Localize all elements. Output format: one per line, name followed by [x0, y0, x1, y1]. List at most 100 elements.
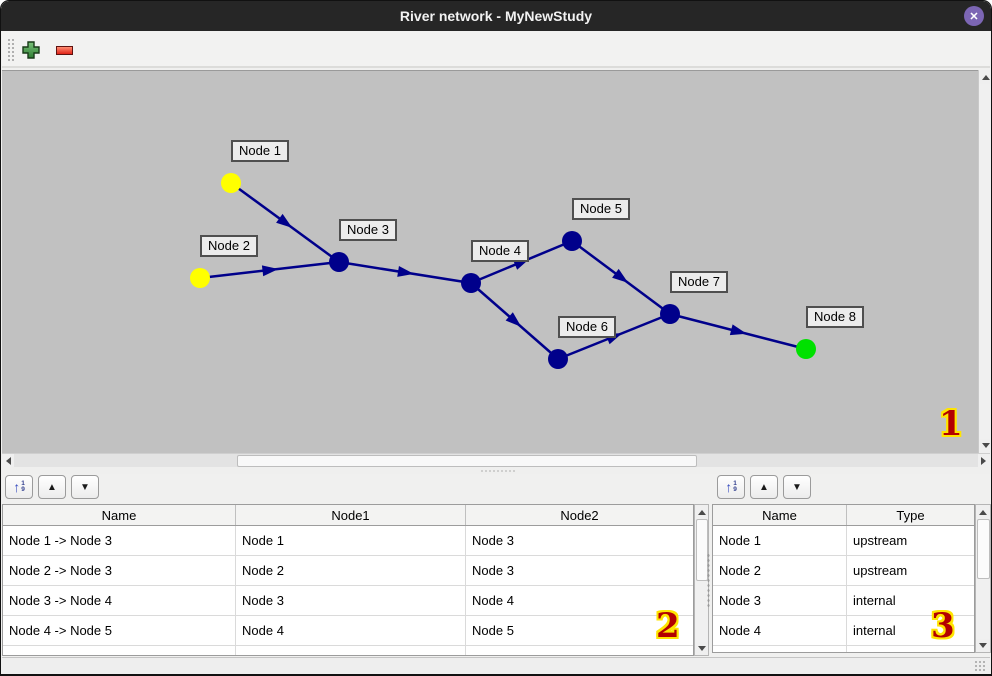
- edge-arrow-icon: [261, 265, 279, 277]
- vertical-scrollbar-thumb[interactable]: [977, 519, 990, 579]
- column-header[interactable]: Name: [3, 505, 236, 525]
- network-node[interactable]: [548, 349, 568, 369]
- plus-icon: [22, 41, 40, 59]
- network-node[interactable]: [796, 339, 816, 359]
- table-cell[interactable]: Node 3: [466, 526, 693, 556]
- edge-arrow-icon: [276, 213, 293, 228]
- node-label: Node 7: [670, 271, 728, 293]
- links-move-down-button[interactable]: ▼: [71, 475, 99, 499]
- network-edges-layer: [199, 181, 807, 361]
- close-icon: ✕: [969, 10, 979, 23]
- table-cell[interactable]: Node 5: [466, 616, 693, 646]
- table-cell[interactable]: Node 3: [236, 586, 466, 616]
- column-header[interactable]: Node1: [236, 505, 466, 525]
- scroll-left-button[interactable]: [2, 454, 14, 468]
- toolbar-drag-handle[interactable]: [7, 38, 16, 61]
- table-cell[interactable]: [466, 646, 693, 655]
- table-cell[interactable]: Node 2 -> Node 3: [3, 556, 236, 586]
- scroll-down-button[interactable]: [695, 642, 708, 655]
- table-cell[interactable]: Node 3: [713, 586, 847, 616]
- window-title: River network - MyNewStudy: [399, 8, 593, 24]
- window-resize-grip[interactable]: [974, 660, 987, 673]
- table-row[interactable]: [3, 646, 693, 655]
- scroll-up-button[interactable]: [695, 505, 708, 518]
- up-arrow-icon: ▲: [47, 481, 57, 493]
- network-node[interactable]: [221, 173, 241, 193]
- triangle-up-icon: [697, 506, 706, 515]
- table-cell[interactable]: [847, 646, 974, 652]
- vertical-scrollbar-thumb[interactable]: [696, 519, 708, 581]
- table-row[interactable]: [713, 646, 974, 652]
- canvas-vertical-scrollbar[interactable]: [978, 70, 991, 453]
- scroll-up-button[interactable]: [976, 505, 990, 518]
- table-cell[interactable]: upstream: [847, 556, 974, 586]
- minus-icon: [55, 45, 73, 55]
- table-cell[interactable]: Node 1 -> Node 3: [3, 526, 236, 556]
- network-node[interactable]: [660, 304, 680, 324]
- table-cell[interactable]: Node 2: [713, 556, 847, 586]
- scroll-down-button[interactable]: [976, 639, 990, 652]
- table-cell[interactable]: Node 3: [466, 556, 693, 586]
- table-cell[interactable]: Node 3 -> Node 4: [3, 586, 236, 616]
- column-header[interactable]: Node2: [560, 507, 599, 523]
- table-cell[interactable]: upstream: [847, 526, 974, 556]
- nodes-move-up-button[interactable]: ▲: [750, 475, 778, 499]
- table-cell[interactable]: internal: [847, 616, 974, 646]
- network-node[interactable]: [329, 252, 349, 272]
- table-cell[interactable]: Node 1: [236, 526, 466, 556]
- status-bar: [2, 657, 990, 674]
- nodes-table-scrollbar[interactable]: [975, 504, 991, 653]
- table-cell[interactable]: [713, 646, 847, 652]
- scroll-up-button[interactable]: [979, 70, 991, 84]
- divider-grip-icon: [480, 470, 516, 472]
- network-node[interactable]: [461, 273, 481, 293]
- scroll-down-button[interactable]: [979, 439, 991, 453]
- table-cell[interactable]: [3, 646, 236, 655]
- triangle-right-icon: [981, 457, 990, 465]
- table-cell[interactable]: Node 4: [466, 586, 693, 616]
- main-toolbar: [2, 31, 990, 68]
- column-header[interactable]: Name: [713, 505, 847, 525]
- split-pane-divider[interactable]: [2, 467, 990, 474]
- canvas-horizontal-scrollbar[interactable]: [2, 453, 990, 468]
- table-cell[interactable]: Node 4 -> Node 5: [3, 616, 236, 646]
- table-cell[interactable]: Node 4: [713, 616, 847, 646]
- close-button[interactable]: ✕: [964, 6, 984, 26]
- network-node[interactable]: [190, 268, 210, 288]
- scroll-right-button[interactable]: [978, 454, 990, 468]
- horizontal-scrollbar-thumb[interactable]: [237, 455, 697, 467]
- table-cell[interactable]: Node 1: [713, 526, 847, 556]
- title-bar[interactable]: River network - MyNewStudy ✕: [1, 1, 991, 31]
- links-move-up-button[interactable]: ▲: [38, 475, 66, 499]
- down-arrow-icon: ▼: [80, 481, 90, 493]
- add-node-button[interactable]: [19, 38, 43, 62]
- remove-node-button[interactable]: [52, 38, 76, 62]
- table-cell[interactable]: [236, 646, 466, 655]
- edge-arrow-icon: [729, 324, 747, 336]
- node-label: Node 4: [471, 240, 529, 262]
- up-arrow-icon: ▲: [759, 481, 769, 493]
- network-node[interactable]: [562, 231, 582, 251]
- nodes-move-down-button[interactable]: ▼: [783, 475, 811, 499]
- table-cell[interactable]: Node 4: [236, 616, 466, 646]
- column-header[interactable]: Type: [896, 507, 925, 523]
- table-cell[interactable]: internal: [847, 586, 974, 616]
- node-label: Node 6: [558, 316, 616, 338]
- table-splitter-grip[interactable]: [707, 553, 710, 609]
- table-cell[interactable]: Node 2: [236, 556, 466, 586]
- triangle-down-icon: [979, 642, 987, 652]
- edge-arrow-icon: [612, 268, 629, 283]
